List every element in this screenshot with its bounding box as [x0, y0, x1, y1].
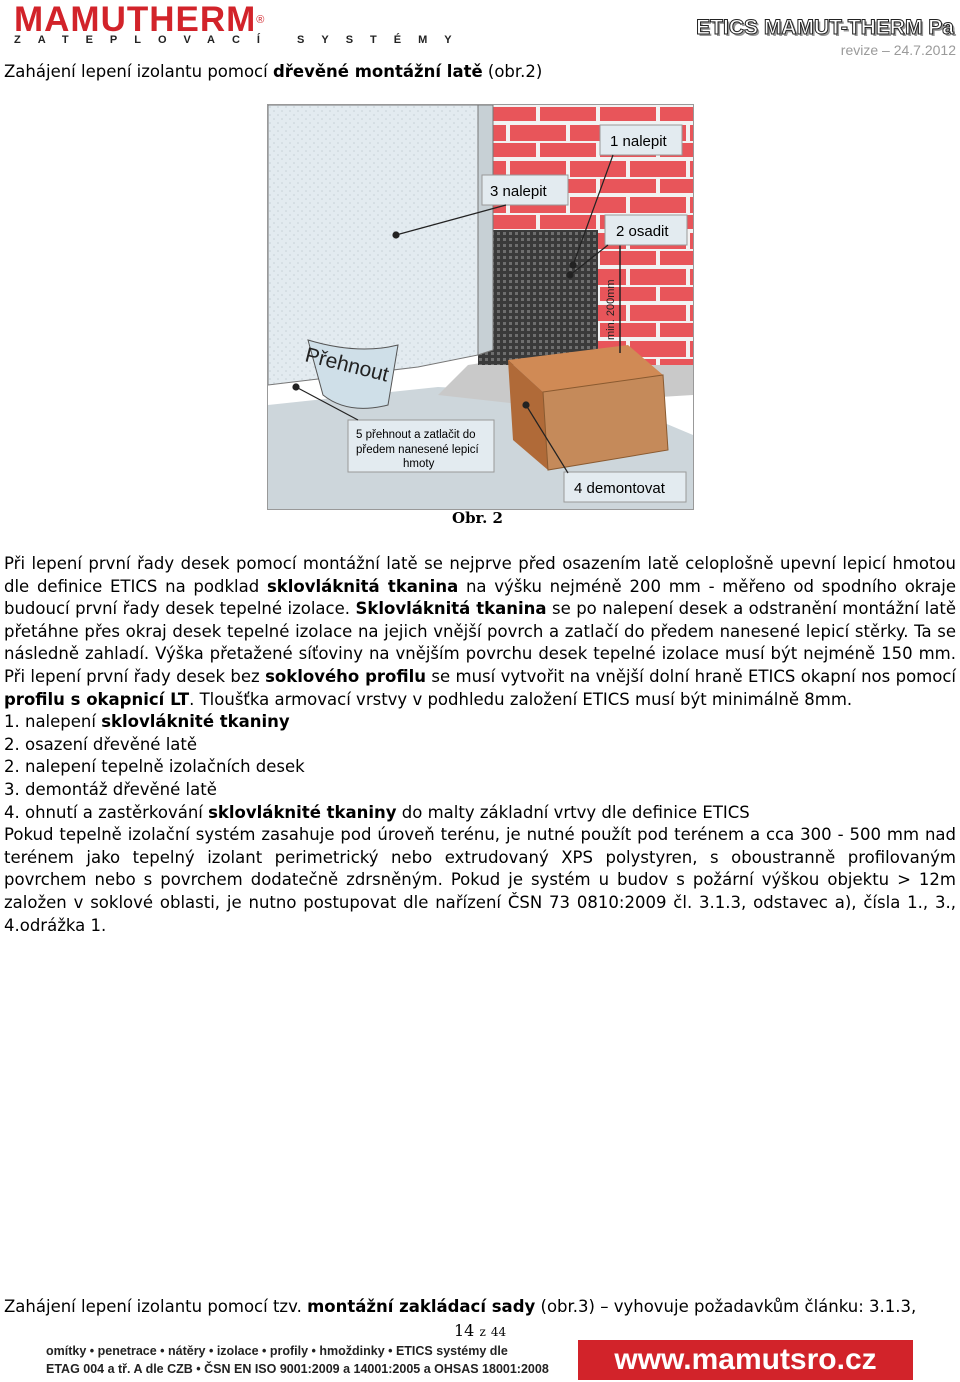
label-4: 4 demontovat — [574, 480, 666, 497]
label-2: 2 osadit — [616, 223, 669, 240]
footer-line-1: omítky • penetrace • nátěry • izolace • … — [46, 1344, 508, 1358]
company-logo: MAMUTHERM® ZATEPLOVACÍ SYSTÉMY — [14, 0, 469, 47]
label-box-3 — [481, 174, 569, 206]
label-box-5 — [347, 419, 495, 473]
list-item: 1. nalepení sklovláknité tkaniny — [4, 712, 290, 732]
label-5-line2: předem nanesené lepicí — [356, 444, 480, 456]
page-number: 14 z 44 — [454, 1321, 507, 1340]
paragraph-installation: Při lepení první řady desek pomocí montá… — [4, 554, 957, 709]
logo-name: MAMUTHERM — [14, 0, 257, 39]
section-heading: Zahájení lepení izolantu pomocí dřevěné … — [4, 62, 543, 81]
installation-diagram: min. 200mm 1 nalepit 3 nalepit 2 osadit … — [268, 105, 693, 509]
document-title: ETICS MAMUT-THERM Pa — [696, 16, 955, 40]
height-dimension-label: min. 200mm — [605, 279, 617, 340]
footer-products: omítky • penetrace • nátěry • izolace • … — [46, 1342, 549, 1378]
label-box-1 — [599, 124, 683, 156]
footer-website-link[interactable]: www.mamutsro.cz — [578, 1340, 913, 1380]
list-item: 3. demontáž dřevěné latě — [4, 779, 217, 799]
body-text: Při lepení první řady desek pomocí montá… — [4, 553, 956, 937]
footer-line-2: ETAG 004 a tř. A dle CZB • ČSN EN ISO 90… — [46, 1362, 549, 1376]
label-5-line3: hmoty — [403, 458, 435, 470]
next-section-text: Zahájení lepení izolantu pomocí tzv. mon… — [4, 1297, 917, 1316]
list-item: 2. nalepení tepelně izolačních desek — [4, 757, 305, 777]
label-box-4 — [563, 471, 687, 503]
logo-registered-mark: ® — [256, 14, 266, 26]
revision-date: revize – 24.7.2012 — [840, 42, 956, 58]
label-1: 1 nalepit — [610, 133, 668, 150]
label-5-line1: 5 přehnout a zatlačit do — [356, 429, 476, 441]
list-item: 2. osazení dřevěné latě — [4, 734, 198, 754]
figure-caption: Obr. 2 — [452, 509, 503, 527]
insulation-edge — [477, 105, 494, 356]
insulation-board — [268, 105, 479, 386]
glass-fiber-mesh — [478, 230, 598, 365]
label-box-2 — [604, 214, 688, 246]
wooden-batten-front — [508, 360, 548, 470]
logo-tagline: ZATEPLOVACÍ SYSTÉMY — [14, 34, 469, 46]
leader-lines — [292, 154, 614, 474]
installation-figure: min. 200mm 1 nalepit 3 nalepit 2 osadit … — [267, 104, 694, 510]
folded-mesh — [307, 339, 399, 409]
wooden-batten-end — [542, 374, 669, 471]
paragraph-terrain: Pokud tepelně izolační systém zasahuje p… — [4, 825, 956, 935]
label-3: 3 nalepit — [490, 183, 548, 200]
list-item: 4. ohnutí a zastěrkování sklovláknité tk… — [4, 802, 750, 822]
